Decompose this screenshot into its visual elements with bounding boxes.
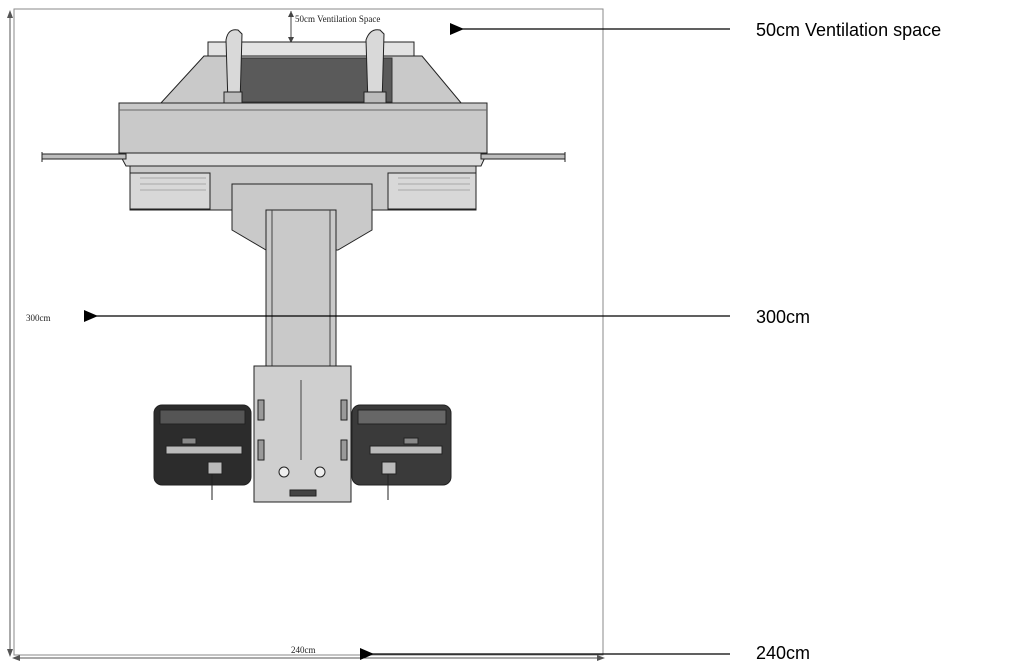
width-callout-text: 240cm [756, 643, 810, 661]
equipment-top-view [41, 29, 566, 503]
right-rail [480, 153, 566, 160]
left-rail [41, 153, 127, 160]
height-callout-text: 300cm [756, 307, 810, 327]
left-handle-icon [225, 29, 243, 105]
left-monitor [153, 404, 252, 500]
height-label: 300cm [26, 313, 51, 323]
ventilation-space-label: 50cm Ventilation Space [295, 14, 380, 24]
main-body [118, 102, 488, 154]
base-plate [253, 365, 352, 503]
right-handle-icon [365, 29, 385, 105]
width-label: 240cm [291, 645, 316, 655]
room-boundary [13, 8, 604, 656]
column [265, 209, 337, 367]
right-monitor [351, 404, 452, 500]
ventilation-callout-text: 50cm Ventilation space [756, 20, 941, 40]
